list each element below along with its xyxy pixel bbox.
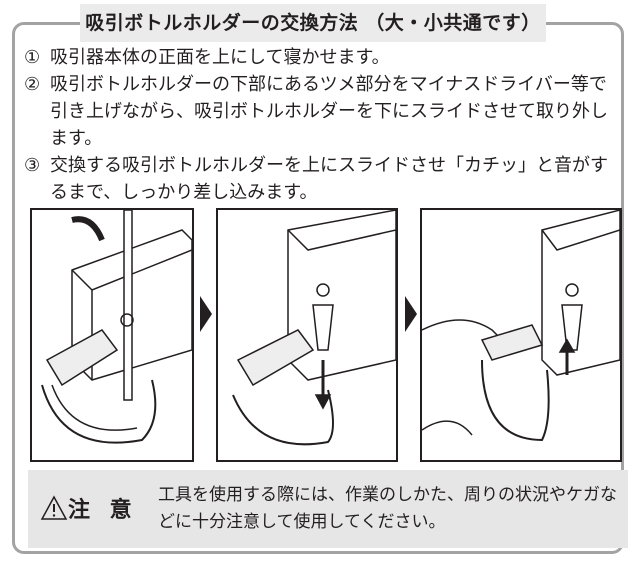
step-text: 吸引ボトルホルダーの下部にあるツメ部分をマイナスドライバー等で引き上げながら、吸… — [50, 74, 608, 149]
step-2: ② 吸引ボトルホルダーの下部にあるツメ部分をマイナスドライバー等で引き上げながら、… — [24, 71, 624, 152]
up-arrow-icon — [558, 338, 576, 353]
step-text: 交換する吸引ボトルホルダーを上にスライドさせ「カチッ」と音がするまで、しっかり差… — [50, 155, 608, 203]
curved-arrow-icon — [71, 216, 105, 242]
illustration-slide-down — [216, 208, 398, 462]
caution-box: 注 意 工具を使用する際には、作業のしかた、周りの状況やケガなどに十分注意して使… — [28, 470, 628, 548]
step-number: ① — [24, 47, 41, 68]
illustration-remove-with-screwdriver — [30, 208, 194, 462]
next-step-arrow-icon — [200, 296, 212, 332]
step-3: ③ 交換する吸引ボトルホルダーを上にスライドさせ「カチッ」と音がするまで、しっかり… — [24, 152, 624, 206]
step-1: ① 吸引器本体の正面を上にして寝かせます。 — [24, 44, 624, 71]
step-number: ② — [24, 74, 41, 95]
next-step-arrow-icon — [405, 296, 417, 332]
section-title: 吸引ボトルホルダーの交換方法 （大・小共通です） — [80, 4, 546, 42]
illustration-slide-up — [420, 208, 622, 462]
warning-triangle-icon — [40, 495, 68, 520]
down-arrow-icon — [314, 394, 332, 410]
caution-heading: 注 意 — [68, 498, 138, 523]
step-text: 吸引器本体の正面を上にして寝かせます。 — [50, 47, 390, 68]
caution-text: 工具を使用する際には、作業のしかた、周りの状況やケガなどに十分注意して使用してく… — [158, 485, 617, 532]
step-list: ① 吸引器本体の正面を上にして寝かせます。 ② 吸引ボトルホルダーの下部にあるツメ部… — [24, 44, 624, 206]
caution-label: 注 意 — [40, 492, 138, 524]
step-number: ③ — [24, 155, 41, 176]
